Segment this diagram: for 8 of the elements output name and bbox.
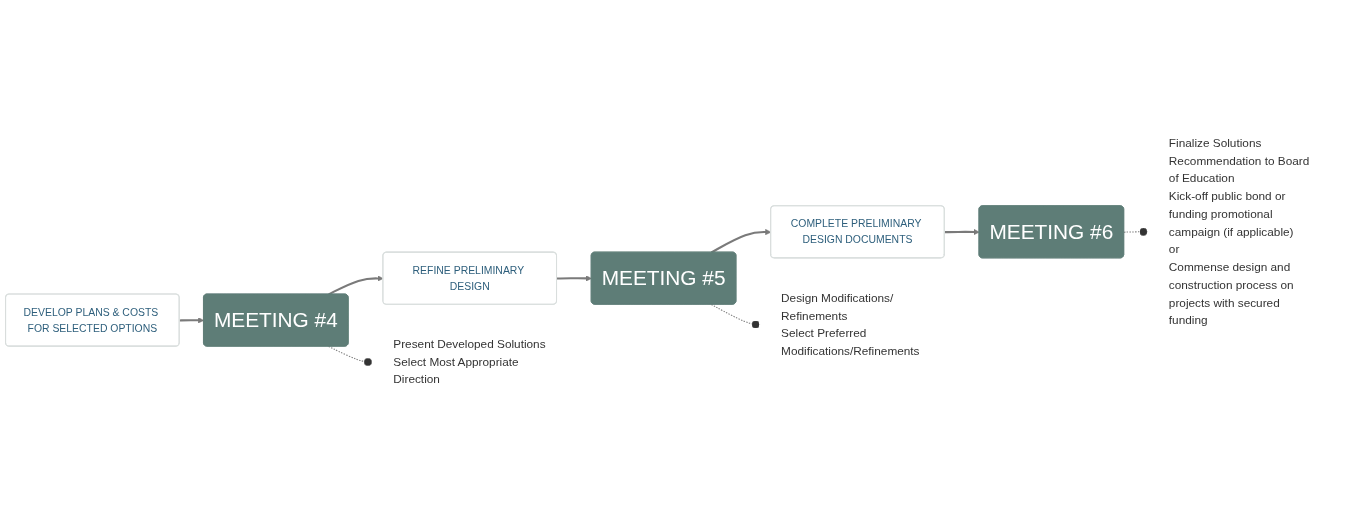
node-text: Design Modifications/ Refinements Select Preferred Modifications/Refinements	[781, 291, 920, 358]
connector	[328, 345, 373, 367]
connector	[1123, 227, 1149, 236]
arrow	[179, 317, 205, 324]
arrow	[556, 275, 592, 282]
node-text: Present Developed Solutions Select Most Appropriate Direction	[393, 337, 546, 387]
node-text: Finalize Solutions Recommendation to Board of Education Kick-off public bond or funding promotional campaign (if applicable) or Commense design and construction process on projects with secured funding	[1168, 136, 1310, 327]
arrow	[944, 228, 980, 236]
